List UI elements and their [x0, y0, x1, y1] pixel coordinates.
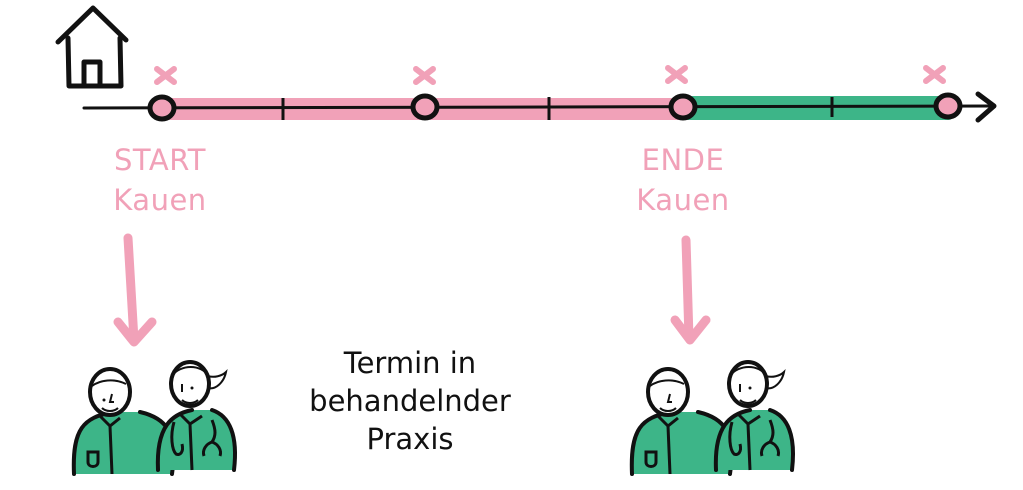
medical-staff-icon [629, 360, 795, 476]
start-label-line1: START [114, 143, 206, 177]
timeline-point [147, 94, 177, 122]
down-arrow-icon [670, 235, 711, 345]
down-arrow-icon [113, 233, 157, 347]
end-label-line1: ENDE [641, 143, 725, 177]
end-label-line2: Kauen [636, 183, 730, 217]
green-highlight-band [684, 96, 952, 120]
appointment-line2: behandelnder [309, 384, 511, 418]
end-label: ENDE Kauen [603, 140, 763, 220]
timeline-point [410, 93, 440, 121]
x-mark-icon [665, 65, 688, 84]
start-label: START Kauen [80, 140, 240, 220]
x-mark-icon [154, 66, 177, 85]
arrowhead-icon [975, 91, 997, 123]
house-icon [55, 5, 129, 89]
start-label-line2: Kauen [113, 183, 207, 217]
timeline-point [668, 93, 698, 121]
timeline-axis [82, 104, 994, 110]
medical-staff-icon [71, 360, 237, 476]
appointment-line1: Termin in [343, 346, 477, 380]
appointment-text: Termin in behandelnder Praxis [270, 344, 550, 458]
x-mark-icon [413, 66, 436, 85]
x-mark-icon [923, 65, 946, 84]
appointment-line3: Praxis [366, 422, 454, 456]
timeline-point [933, 92, 963, 120]
